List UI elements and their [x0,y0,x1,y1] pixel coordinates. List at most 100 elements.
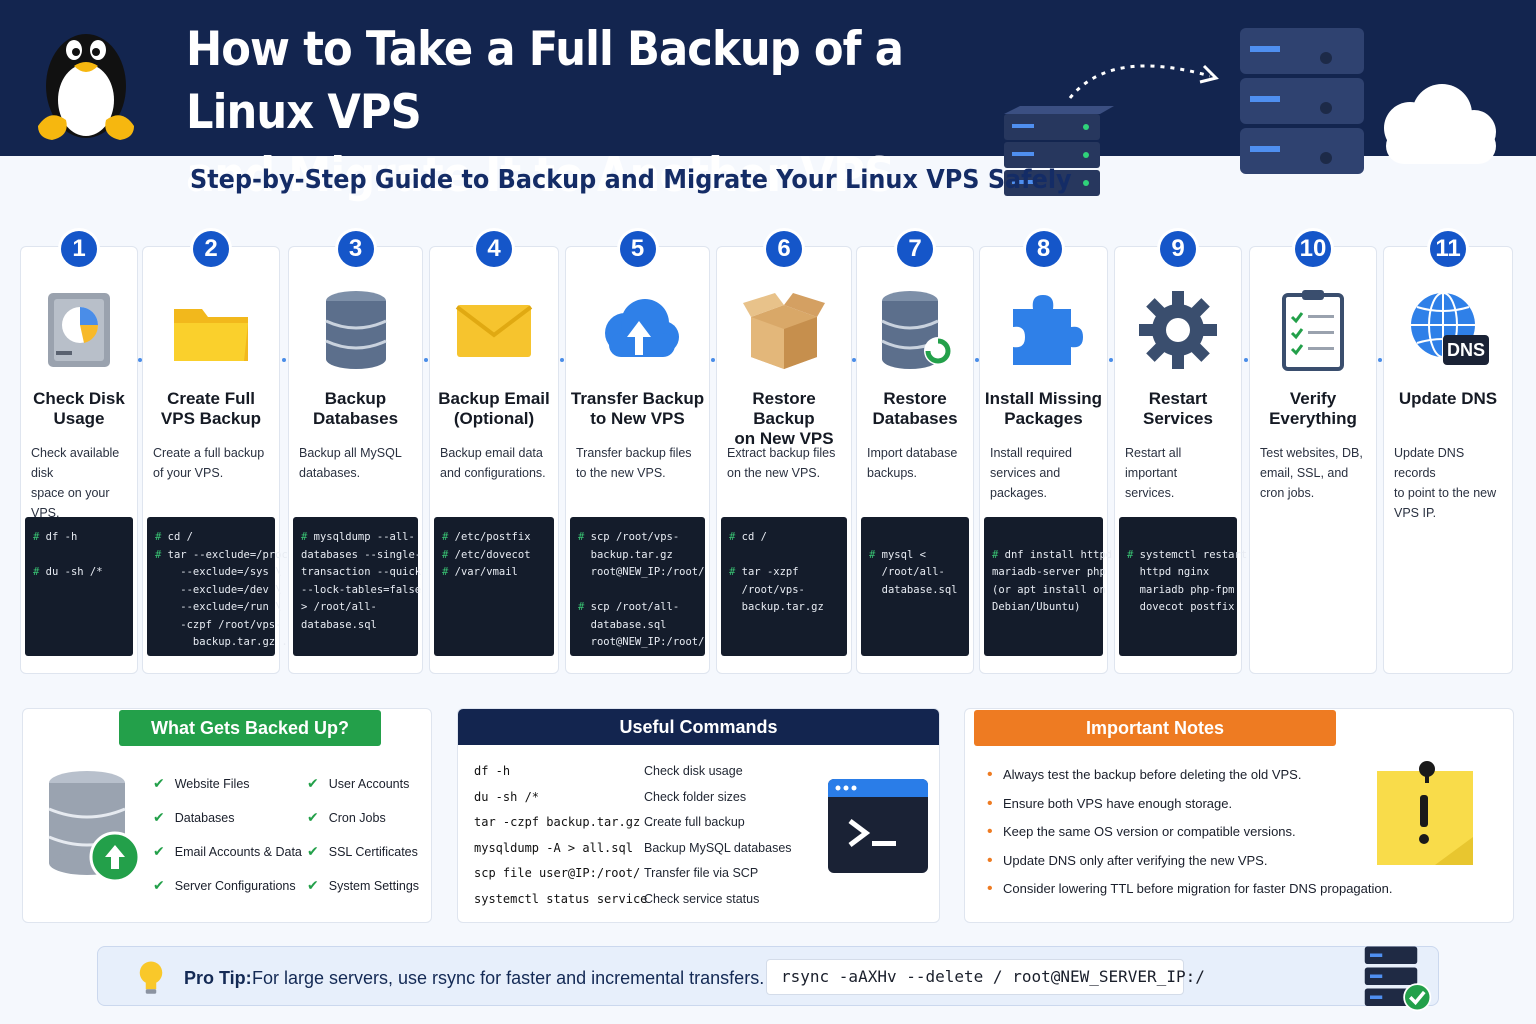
command-description: Backup MySQL databases [644,840,792,855]
important-notes-title: Important Notes [974,710,1336,746]
step-code-block: # scp /root/vps- backup.tar.gz root@NEW_… [570,517,705,656]
gear-icon [1135,287,1221,373]
step-connector [1109,358,1113,362]
code-line: > /root/all- [301,601,377,613]
lightbulb-icon [139,961,163,994]
backup-item: ✔System Settings [307,877,420,893]
code-line: # mysql < [869,548,926,561]
code-line: backup.tar.gz [729,601,824,613]
code-line: # /etc/postfix [442,531,531,543]
tux-penguin-icon [38,34,134,140]
code-line: # cd / [155,531,193,543]
server-verified-icon [1364,946,1432,1012]
command-description: Transfer file via SCP [644,866,759,880]
code-line: /root/all- [869,566,945,578]
server-migration-illustration [1004,28,1496,196]
backup-item: ✔Cron Jobs [307,809,386,825]
note-item: Ensure both VPS have enough storage. [987,795,1232,813]
code-line: -czpf /root/vps- [155,618,282,631]
code-line: # dnf install httpd [992,548,1113,561]
box-icon [741,287,827,373]
step-code-block: # cd / # tar --exclude=/proc \ --exclude=… [147,517,301,656]
code-line: database.sql [301,618,377,631]
useful-commands-title: Useful Commands [458,709,939,745]
what-gets-backed-up-title: What Gets Backed Up? [119,710,381,746]
checkmark-icon: ✔ [153,809,165,825]
code-line: database.sql [869,583,958,596]
code-line: # tar -xzpf [729,566,799,578]
code-line: transaction --quick [301,566,422,578]
note-item: Update DNS only after verifying the new … [987,852,1267,870]
step-number-badge: 4 [476,231,512,267]
step-code-block: # df -h # du -sh /* [25,517,133,656]
code-line: --lock-tables=false [301,583,422,596]
code-line: --exclude=/dev \ [155,583,282,596]
step-code-block: # mysqldump --all-databases --single-tra… [293,517,422,656]
code-line [1127,529,1229,547]
backup-item: ✔Databases [153,809,235,825]
code-line: dovecot postfix [1127,601,1235,613]
checkmark-icon: ✔ [153,775,165,791]
important-notes-panel: Important Notes Always test the backup b… [964,708,1514,923]
command-text: du -sh /* [474,789,540,804]
svg-text:DNS: DNS [1447,340,1485,360]
step-connector [560,358,564,362]
cloud-upload-icon [595,287,681,373]
pro-tip-bar: Pro Tip: For large servers, use rsync fo… [97,946,1439,1012]
code-line: # tar --exclude=/proc \ [155,548,301,561]
code-line: root@NEW_IP:/root/ [578,636,705,648]
terminal-icon [828,779,928,873]
folder-icon [168,287,254,373]
code-line: backup.tar.gz [578,548,673,561]
checkmark-icon: ✔ [307,843,319,859]
code-line [729,547,839,565]
step-number-badge: 3 [337,231,374,267]
step-number-badge: 10 [1295,231,1331,267]
checkmark-icon: ✔ [307,877,319,893]
page-subtitle: Step-by-Step Guide to Backup and Migrate… [190,165,1072,195]
database-icon [313,287,399,373]
code-line: mariadb php-fpm [1127,583,1235,596]
puzzle-icon [1001,287,1087,373]
step-connector [711,358,715,362]
step-connector [1378,358,1382,362]
hard-drive-icon [36,287,122,373]
command-description: Create full backup [644,815,745,829]
code-line: # cd / [729,531,767,543]
code-line: # scp /root/vps- [578,531,680,543]
backup-item: ✔Server Configurations [153,877,296,893]
code-line [992,529,1095,547]
step-code-block: # cd / # tar -xzpf /root/vps- backup.tar… [721,517,847,656]
step-number-badge: 8 [1025,231,1062,267]
checkmark-icon: ✔ [307,775,319,791]
command-text: df -h [474,764,511,778]
code-line: Debian/Ubuntu) [992,601,1081,613]
code-line: root@NEW_IP:/root/ [578,566,705,578]
code-line [578,582,697,600]
code-line: # /var/vmail [442,566,518,578]
code-line: httpd nginx [1127,566,1210,578]
backup-item: ✔Email Accounts & Data [153,843,302,859]
globe-dns-icon: DNS [1405,287,1491,373]
step-title: Backup Email(Optional) [438,389,550,428]
rsync-command: rsync -aAXHv --delete / root@NEW_SERVER_… [766,959,1205,995]
step-connector [1243,358,1248,362]
